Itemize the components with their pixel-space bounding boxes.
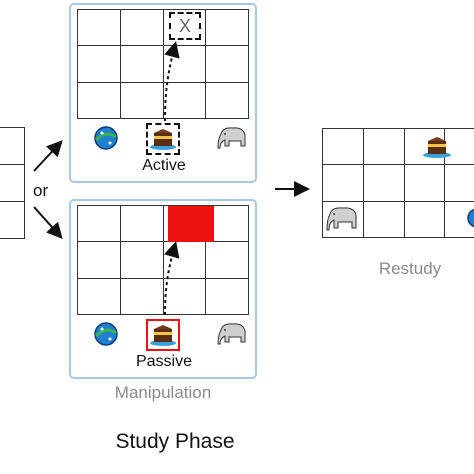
left-grid-partial [0, 127, 25, 239]
active-label: Active [142, 157, 186, 174]
passive-label: Passive [135, 353, 193, 370]
phase-title: Study Phase [115, 430, 235, 453]
active-path-arrow [164, 41, 180, 122]
cake-selected-box [146, 319, 180, 351]
ball-icon [467, 208, 474, 228]
arrow-to-active [33, 140, 63, 172]
arrow-to-passive [33, 206, 63, 239]
target-red-box [168, 206, 214, 242]
cake-icon [150, 129, 176, 150]
manipulation-label: Manipulation [114, 383, 212, 402]
active-grid [77, 8, 249, 120]
passive-path-arrow [164, 241, 180, 316]
active-panel: X Active [69, 3, 257, 183]
or-label: or [33, 181, 49, 200]
passive-panel: Passive [69, 199, 257, 379]
restudy-grid [322, 127, 474, 239]
target-x-box: X [169, 12, 201, 40]
restudy-label: Restudy [378, 259, 442, 278]
cake-icon [150, 325, 176, 346]
cake-selected-box [146, 123, 180, 155]
